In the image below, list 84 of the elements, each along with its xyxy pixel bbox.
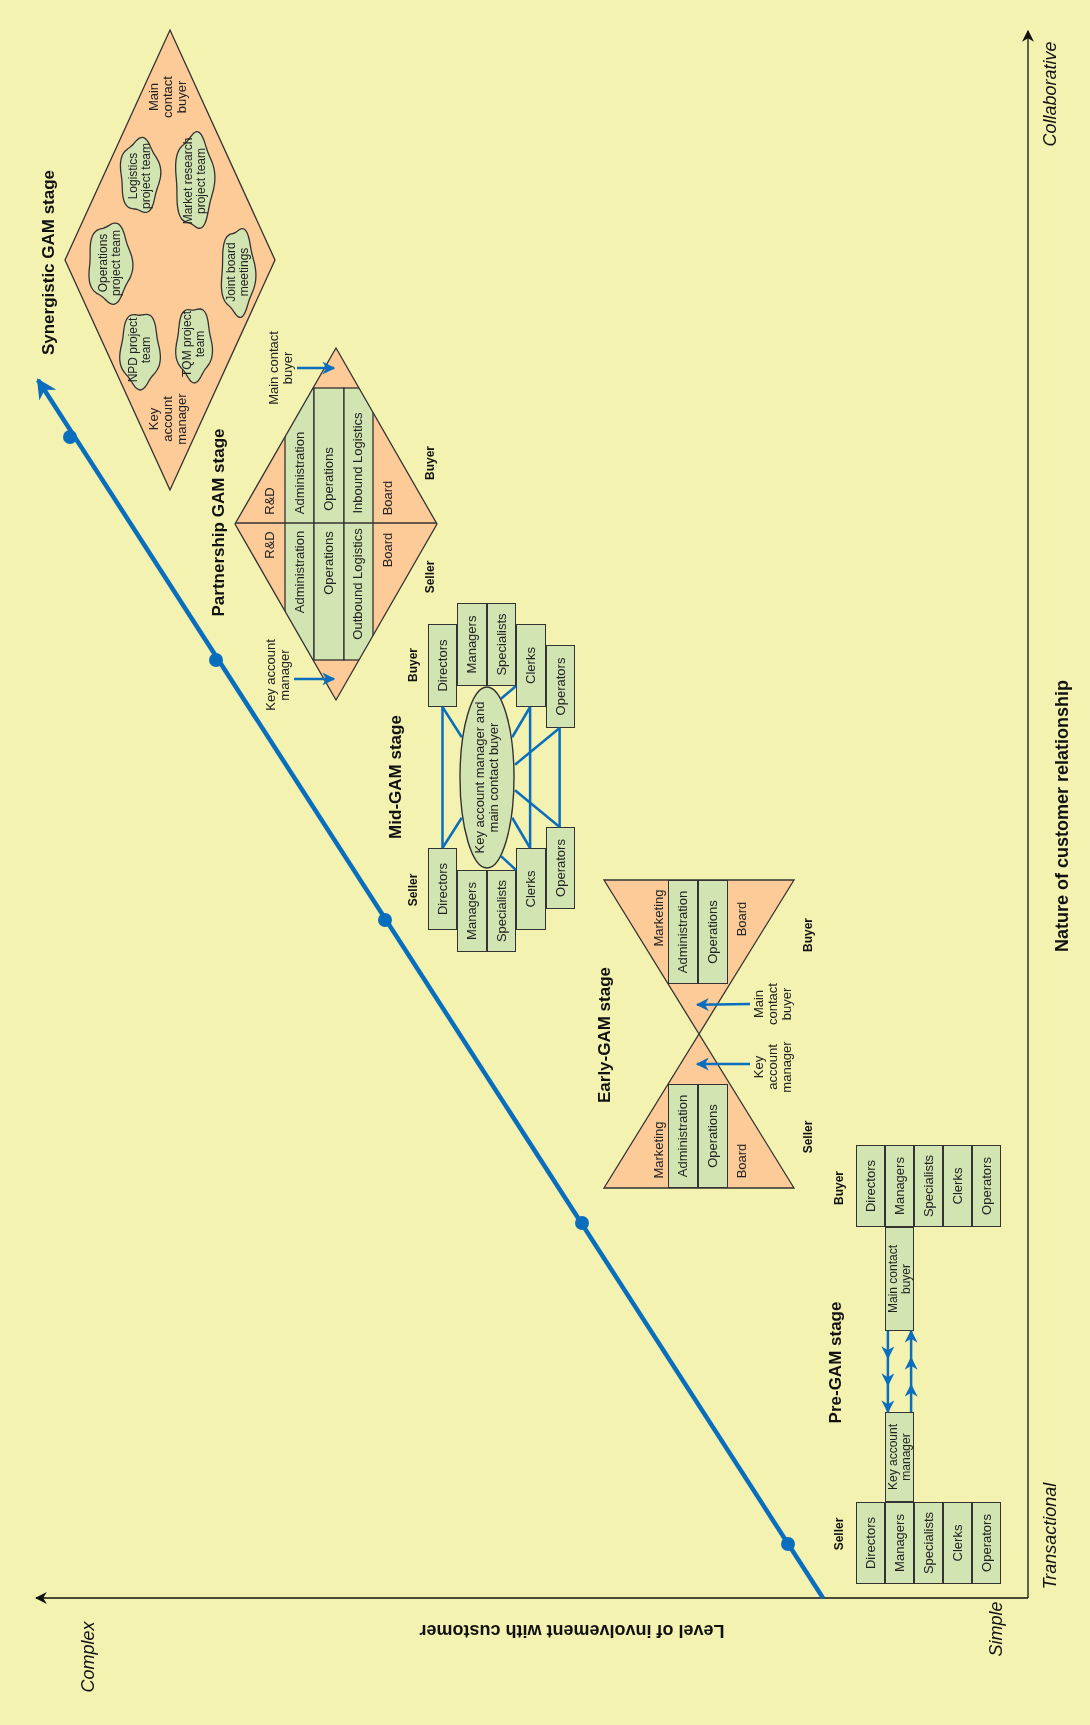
- department-box: Managers: [457, 870, 487, 952]
- department-box: Directors: [428, 624, 457, 707]
- axis-end-label: Transactional: [1038, 1481, 1061, 1592]
- contact-ellipse: Key account manager and main contact buyer: [459, 686, 515, 869]
- connector-line: [500, 855, 517, 871]
- department-box: Managers: [885, 1145, 914, 1227]
- role-label: Key account manager: [146, 392, 190, 447]
- role-label: R&D: [260, 483, 280, 519]
- team-cloud: Operations project team: [85, 219, 135, 307]
- connector-line: [511, 817, 532, 849]
- axis-title: Level of involvement with customer: [418, 1620, 726, 1643]
- connector-line: [514, 789, 561, 828]
- department-box: Directors: [856, 1502, 885, 1584]
- department-box: Operations: [698, 1084, 728, 1188]
- party-label: Seller: [800, 1119, 816, 1156]
- role-label: Key account manager: [750, 1038, 796, 1096]
- department-box: Operations: [698, 880, 728, 984]
- role-label: Main contact buyer: [146, 75, 190, 120]
- department-box: Clerks: [516, 848, 546, 930]
- stage-title: Early-GAM stage: [594, 966, 615, 1106]
- department-box: Directors: [856, 1145, 885, 1227]
- axis-title: Nature of customer relationship: [1050, 678, 1073, 955]
- arrow: [695, 1057, 750, 1071]
- party-label: Buyer: [422, 445, 438, 482]
- role-label: Board: [733, 1140, 751, 1182]
- department-box: Managers: [885, 1502, 914, 1584]
- role-label: Board: [733, 898, 751, 940]
- department-box: Directors: [428, 848, 457, 930]
- party-label: Buyer: [405, 647, 421, 684]
- department-box: Specialists: [914, 1502, 943, 1584]
- arrow: [695, 998, 750, 1012]
- role-label: Administration: [290, 527, 310, 617]
- party-label: Buyer: [831, 1170, 847, 1207]
- axis-end-label: Collaborative: [1038, 40, 1061, 149]
- role-label: Marketing: [650, 886, 668, 950]
- connector-line: [528, 707, 532, 848]
- role-label: Operations: [319, 443, 339, 515]
- role-label: R&D: [260, 527, 280, 563]
- arrow: [905, 1330, 918, 1412]
- arrow: [294, 672, 336, 686]
- connector-line: [514, 727, 561, 766]
- role-label: Key account manager: [262, 635, 294, 715]
- arrow: [297, 361, 336, 375]
- department-box: Operators: [972, 1145, 1001, 1227]
- arrow: [881, 1331, 894, 1413]
- connector-line: [441, 706, 463, 738]
- connector-line: [558, 728, 561, 827]
- role-label: Outbound Logistics: [348, 527, 368, 641]
- connector-line: [441, 817, 463, 849]
- party-label: Seller: [831, 1516, 847, 1553]
- party-label: Buyer: [800, 917, 816, 954]
- stage-title: Mid-GAM stage: [385, 714, 406, 841]
- axis-end-label: Complex: [76, 1620, 99, 1695]
- role-label: Board: [378, 529, 398, 571]
- axis-end-label: Simple: [984, 1601, 1007, 1657]
- department-box: Operators: [972, 1502, 1001, 1584]
- connector-line: [441, 707, 444, 848]
- department-box: Specialists: [914, 1145, 943, 1227]
- department-box: Administration: [668, 880, 698, 984]
- department-box: Clerks: [943, 1145, 972, 1227]
- department-box: Specialists: [487, 870, 516, 952]
- stage-title: Synergistic GAM stage: [38, 168, 59, 358]
- party-label: Seller: [422, 559, 438, 596]
- department-box: Specialists: [487, 603, 516, 686]
- role-label: Marketing: [650, 1118, 668, 1182]
- role-label: Administration: [290, 427, 310, 519]
- department-box: Key account manager: [885, 1412, 914, 1502]
- department-box: Operators: [546, 827, 575, 909]
- connector-line: [500, 685, 517, 700]
- department-box: Main contact buyer: [885, 1227, 914, 1331]
- stage-title: Partnership GAM stage: [208, 427, 229, 619]
- department-box: Managers: [457, 603, 487, 686]
- stage-title: Pre-GAM stage: [825, 1300, 846, 1425]
- department-box: Clerks: [943, 1502, 972, 1584]
- party-label: Seller: [405, 872, 421, 909]
- department-box: Operators: [546, 645, 575, 728]
- role-label: Main contact buyer: [265, 326, 297, 410]
- department-box: Clerks: [516, 624, 546, 707]
- role-label: Inbound Logistics: [348, 407, 368, 519]
- role-label: Operations: [319, 528, 339, 598]
- connector-line: [511, 706, 532, 738]
- role-label: Board: [378, 477, 398, 519]
- department-box: Administration: [668, 1084, 698, 1188]
- role-label: Main contact buyer: [750, 976, 796, 1032]
